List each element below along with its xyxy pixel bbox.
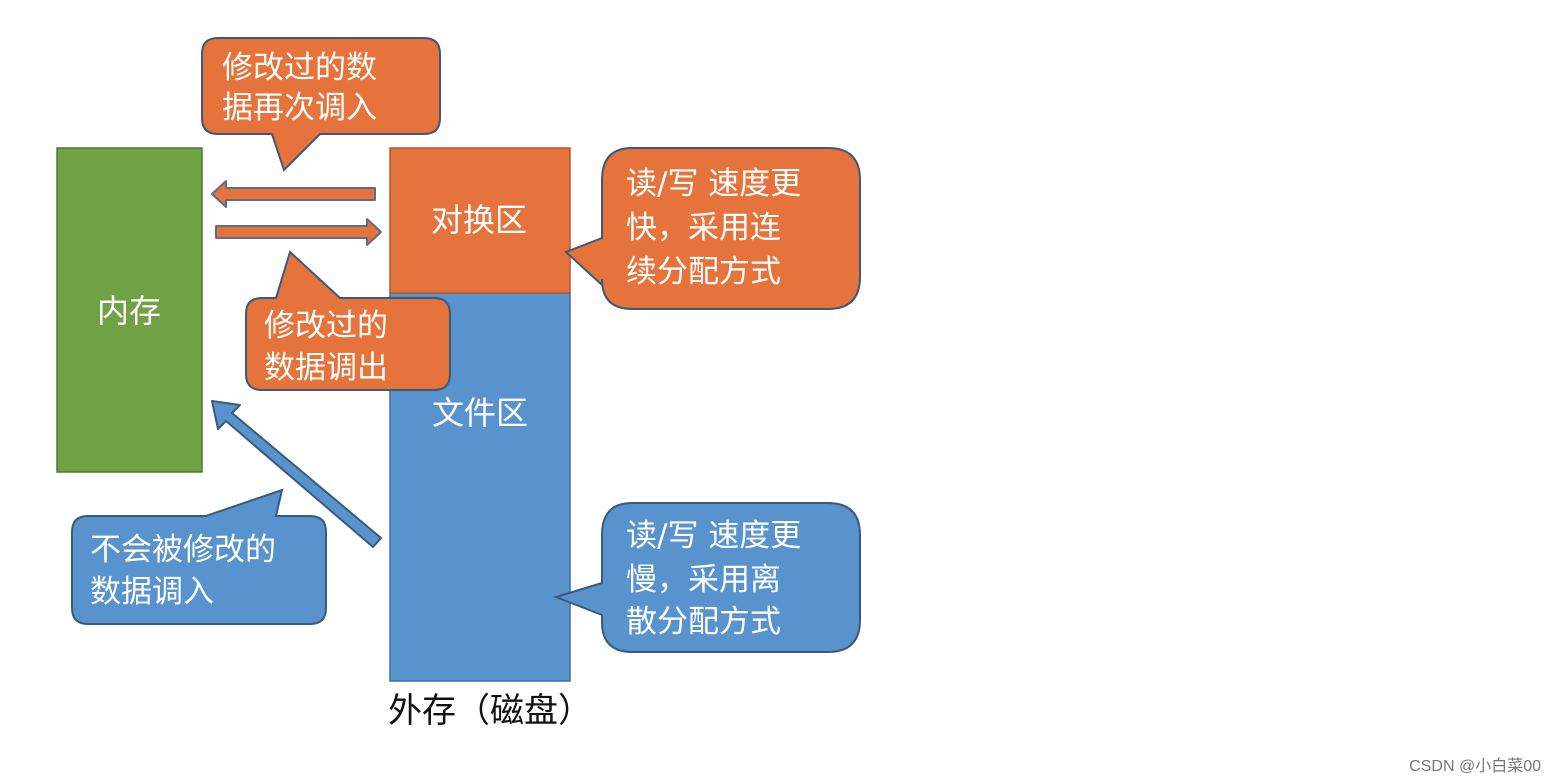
callout-swap-out-line1: 修改过的 — [264, 308, 388, 344]
callout-file-speed-line1: 读/写 速度更 — [626, 518, 801, 554]
callout-file-speed-line2: 慢，采用离 — [626, 562, 781, 598]
swap-area-block: 对换区 — [389, 147, 571, 294]
callout-file-in-line1: 不会被修改的 — [90, 532, 276, 568]
callout-swap-speed-line2: 快，采用连 — [626, 210, 781, 246]
callout-file-in: 不会被修改的 数据调入 — [71, 488, 327, 625]
file-area-label: 文件区 — [432, 394, 528, 432]
csdn-watermark: CSDN @小白菜00 — [1409, 758, 1541, 775]
memory-block: 内存 — [56, 147, 203, 473]
callout-swap-speed-line3: 续分配方式 — [626, 254, 781, 290]
callout-swap-speed-line1: 读/写 速度更 — [626, 166, 801, 202]
callout-swap-out-line2: 数据调出 — [264, 350, 388, 386]
callout-file-speed: 读/写 速度更 慢，采用离 散分配方式 — [552, 502, 861, 653]
callout-swap-in-line2: 据再次调入 — [222, 90, 377, 126]
callout-file-in-line2: 数据调入 — [90, 574, 214, 610]
arrow-memory-to-swap — [215, 218, 382, 246]
callout-swap-out: 修改过的 数据调出 — [245, 250, 451, 391]
disk-caption: 外存（磁盘） — [388, 691, 592, 731]
arrow-swap-to-memory — [211, 180, 376, 208]
swap-area-label: 对换区 — [431, 201, 527, 239]
callout-file-speed-line3: 散分配方式 — [626, 604, 781, 640]
callout-swap-in-line1: 修改过的数 — [222, 50, 377, 86]
memory-label: 内存 — [97, 292, 161, 330]
callout-swap-speed: 读/写 速度更 快，采用连 续分配方式 — [564, 147, 861, 310]
arrow-file-to-memory — [211, 400, 382, 548]
callout-swap-in: 修改过的数 据再次调入 — [201, 37, 441, 172]
